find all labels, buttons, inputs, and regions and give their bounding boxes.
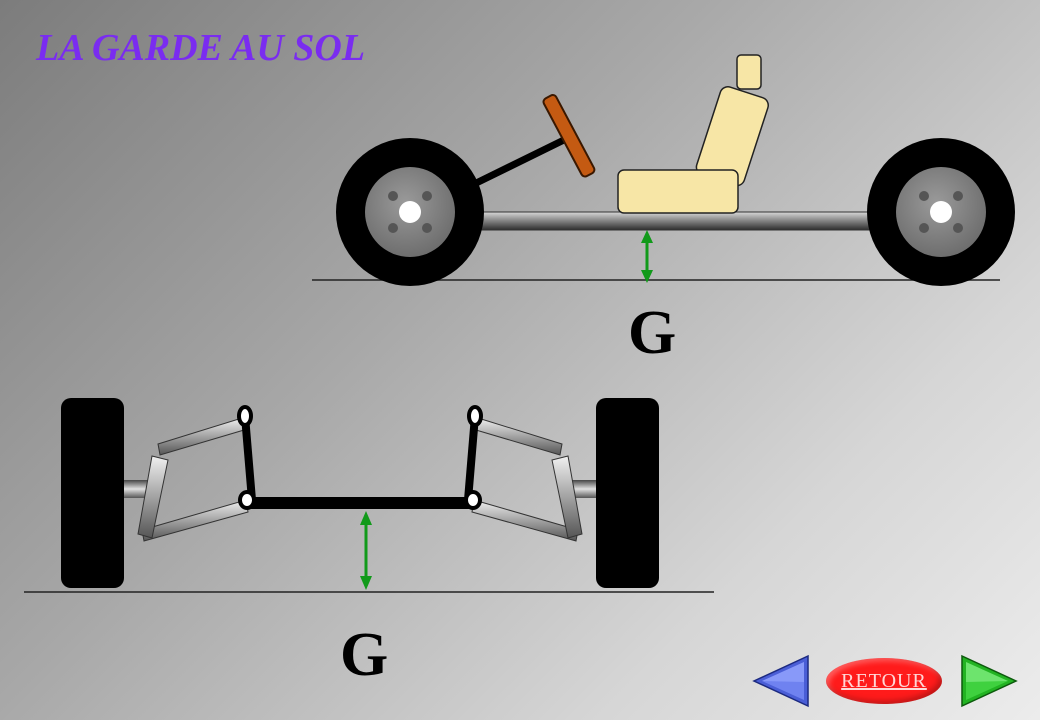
left-lower-joint bbox=[238, 490, 256, 510]
front-clearance-arrow bbox=[360, 511, 372, 590]
right-vertical-link bbox=[464, 415, 479, 501]
front-view-label: G bbox=[340, 621, 389, 689]
left-upright bbox=[137, 455, 169, 539]
slide-title: LA GARDE AU SOL bbox=[36, 27, 366, 69]
left-lower-arm bbox=[141, 499, 249, 542]
left-tire bbox=[61, 398, 124, 588]
left-triangle-arrow-icon bbox=[752, 654, 809, 708]
next-button[interactable] bbox=[958, 654, 1020, 710]
chassis-bar bbox=[457, 211, 899, 231]
side-view-label: G bbox=[628, 299, 677, 367]
left-upper-joint bbox=[237, 405, 253, 427]
right-upright bbox=[551, 455, 583, 539]
left-vertical-link bbox=[241, 415, 256, 501]
steering-column bbox=[460, 132, 574, 194]
side-clearance-arrow bbox=[641, 230, 653, 283]
prev-button[interactable] bbox=[750, 654, 812, 710]
axle-beam bbox=[246, 497, 476, 509]
seat-headrest bbox=[736, 54, 762, 90]
right-upper-arm bbox=[475, 417, 563, 456]
right-upper-joint bbox=[467, 405, 483, 427]
rear-wheel bbox=[336, 138, 484, 286]
right-tire bbox=[596, 398, 659, 588]
retour-button[interactable]: RETOUR bbox=[826, 658, 942, 704]
seat-cushion bbox=[617, 169, 739, 214]
front-wheel bbox=[867, 138, 1015, 286]
retour-label: RETOUR bbox=[841, 669, 927, 692]
right-lower-joint bbox=[464, 490, 482, 510]
right-triangle-arrow-icon bbox=[961, 654, 1018, 708]
left-upper-arm bbox=[157, 417, 245, 456]
steering-wheel bbox=[542, 94, 596, 178]
seat bbox=[617, 54, 769, 214]
